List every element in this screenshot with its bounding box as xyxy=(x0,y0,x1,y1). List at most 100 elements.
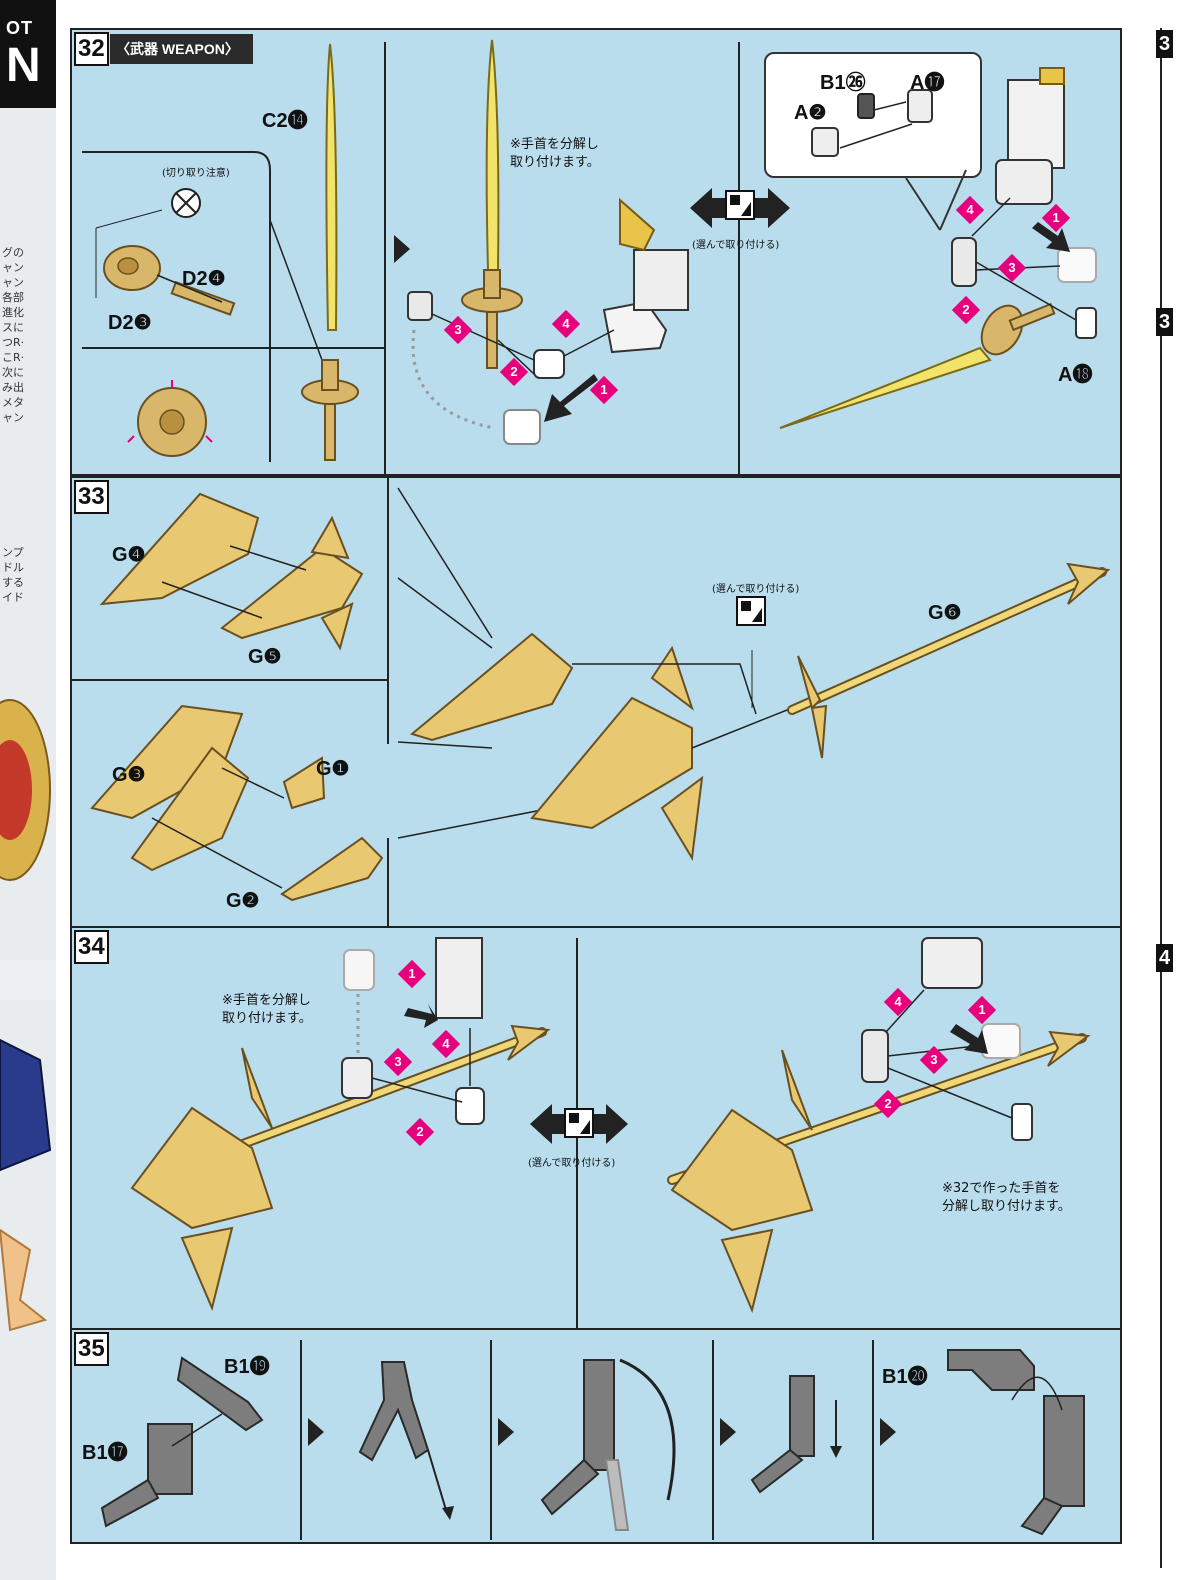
divider xyxy=(384,42,386,474)
left-line: 次に xyxy=(2,366,24,379)
step-badge-4: 4 xyxy=(955,195,985,225)
part-label-d2-4: D2❹ xyxy=(182,268,226,290)
left-line: ャン xyxy=(2,261,24,274)
next-arrow-icon xyxy=(880,1418,896,1446)
divider xyxy=(872,1340,874,1540)
part-label-g3: G❸ xyxy=(112,764,146,786)
step-32-middle-art xyxy=(407,39,689,445)
step-32-left-art xyxy=(82,43,384,462)
step-badge-2: 2 xyxy=(405,1117,435,1147)
left-line: み出 xyxy=(2,381,24,394)
left-text-block: グの ャン ャン 各部 進化 スに つR· こR· 次に み出 メタ ャン xyxy=(2,245,24,425)
step-32-panel: 32 〈武器 WEAPON〉 C2⓮ (切り取り注意) D2❹ D2❸ xyxy=(70,28,1122,476)
step-badge-4: 4 xyxy=(431,1029,461,1059)
left-strip-artwork xyxy=(0,699,56,1332)
part-label-c2: C2⓮ xyxy=(262,110,308,132)
right-step-number: 3 xyxy=(1156,30,1174,58)
note-line: ※手首を分解し xyxy=(510,137,599,152)
step-badge-3: 3 xyxy=(997,253,1027,283)
left-line: メタ xyxy=(2,396,24,409)
choose-arrows-icon xyxy=(690,188,790,228)
step-badge-2: 2 xyxy=(951,295,981,325)
step-badge-1: 1 xyxy=(589,375,619,405)
right-step-number: 3 xyxy=(1156,308,1174,336)
part-label-b1-20: B1⓴ xyxy=(882,1366,928,1388)
step-badge-2: 2 xyxy=(873,1089,903,1119)
cut-note: (切り取り注意) xyxy=(162,168,230,179)
left-line: ンプ xyxy=(2,546,24,559)
step-34-panel: 34 ※手首を分解し 取り付け xyxy=(70,926,1122,1330)
step-35-number: 35 xyxy=(74,1332,109,1366)
brand-top-text: OT xyxy=(6,18,33,38)
left-text-block-2: ンプ ドル する イド xyxy=(2,545,24,605)
left-line: グの xyxy=(2,246,24,259)
step-35-panel: 35 B1⓳ B1⓱ B1⓴ xyxy=(70,1328,1122,1544)
choose-label-33: (選んで取り付ける) xyxy=(712,584,800,595)
next-arrow-icon xyxy=(498,1418,514,1446)
step-badge-1: 1 xyxy=(1041,203,1071,233)
part-label-g2: G❷ xyxy=(226,890,260,912)
step-35-art xyxy=(100,1349,1085,1536)
left-line: 各部 xyxy=(2,291,24,304)
step-33-number: 33 xyxy=(74,480,109,514)
step-badge-1: 1 xyxy=(967,995,997,1025)
part-label-g5: G❺ xyxy=(248,646,282,668)
step-33-art xyxy=(72,478,1111,930)
left-line: ャン xyxy=(2,411,24,424)
step-badge-3: 3 xyxy=(383,1047,413,1077)
part-label-g4: G❹ xyxy=(112,544,146,566)
right-page-strip: 3 3 4 xyxy=(1156,0,1186,1580)
step-badge-4: 4 xyxy=(883,987,913,1017)
step-badge-1: 1 xyxy=(397,959,427,989)
part-label-g1: G❶ xyxy=(316,758,350,780)
left-page-strip: OT N グの ャン ャン 各部 進化 スに つR· こR· 次に み出 メタ … xyxy=(0,0,56,1580)
ref-note-34: ※32で作った手首を 分解し取り付けます。 xyxy=(942,1180,1071,1216)
step-34-art xyxy=(130,937,1091,1314)
note-line: 取り付けます。 xyxy=(222,1011,312,1026)
part-label-d2-3: D2❸ xyxy=(108,312,152,334)
note-line: ※手首を分解し xyxy=(222,993,311,1008)
step-badge-4: 4 xyxy=(551,309,581,339)
right-strip-border xyxy=(1160,28,1162,1568)
note-line: ※32で作った手首を xyxy=(942,1181,1061,1196)
left-line: つR· xyxy=(2,336,25,349)
part-label-a18: A⓲ xyxy=(1058,364,1093,386)
choose-label-32: (選んで取り付ける) xyxy=(692,240,780,251)
left-line: ドル xyxy=(2,561,24,574)
choose-label-34: (選んで取り付ける) xyxy=(528,1158,616,1169)
part-label-a17: A⓱ xyxy=(910,72,945,94)
part-label-g6: G❻ xyxy=(928,602,962,624)
brand-big-text: N xyxy=(6,39,41,92)
divider xyxy=(300,1340,302,1540)
part-label-b1-26: B1㉖ xyxy=(820,72,866,94)
left-line: ャン xyxy=(2,276,24,289)
left-line: こR· xyxy=(2,351,25,364)
step-34-number: 34 xyxy=(74,930,109,964)
step-badge-3: 3 xyxy=(919,1045,949,1075)
next-arrow-icon xyxy=(308,1418,324,1446)
part-label-b1-17: B1⓱ xyxy=(82,1442,128,1464)
left-line: する xyxy=(2,576,24,589)
hand-note-34: ※手首を分解し 取り付けます。 xyxy=(222,992,312,1028)
right-step-number: 4 xyxy=(1156,944,1174,972)
note-line: 分解し取り付けます。 xyxy=(942,1199,1071,1214)
choose-icon xyxy=(725,190,755,220)
divider xyxy=(712,1340,714,1540)
step-32-number: 32 xyxy=(74,32,109,66)
next-arrow-icon xyxy=(720,1418,736,1446)
part-label-b1-19: B1⓳ xyxy=(224,1356,270,1378)
left-line: イド xyxy=(2,591,24,604)
hand-note-32: ※手首を分解し 取り付けます。 xyxy=(510,136,600,172)
step-badge-2: 2 xyxy=(499,357,529,387)
next-arrow-icon xyxy=(394,235,410,263)
left-line: スに xyxy=(2,321,24,334)
choose-icon xyxy=(564,1108,594,1138)
note-line: 取り付けます。 xyxy=(510,155,600,170)
choose-icon xyxy=(736,596,766,626)
part-label-a2: A❷ xyxy=(794,102,827,124)
divider xyxy=(490,1340,492,1540)
left-line: 進化 xyxy=(2,306,24,319)
brand-header: OT N xyxy=(0,0,56,108)
divider xyxy=(738,42,740,474)
step-badge-3: 3 xyxy=(443,315,473,345)
